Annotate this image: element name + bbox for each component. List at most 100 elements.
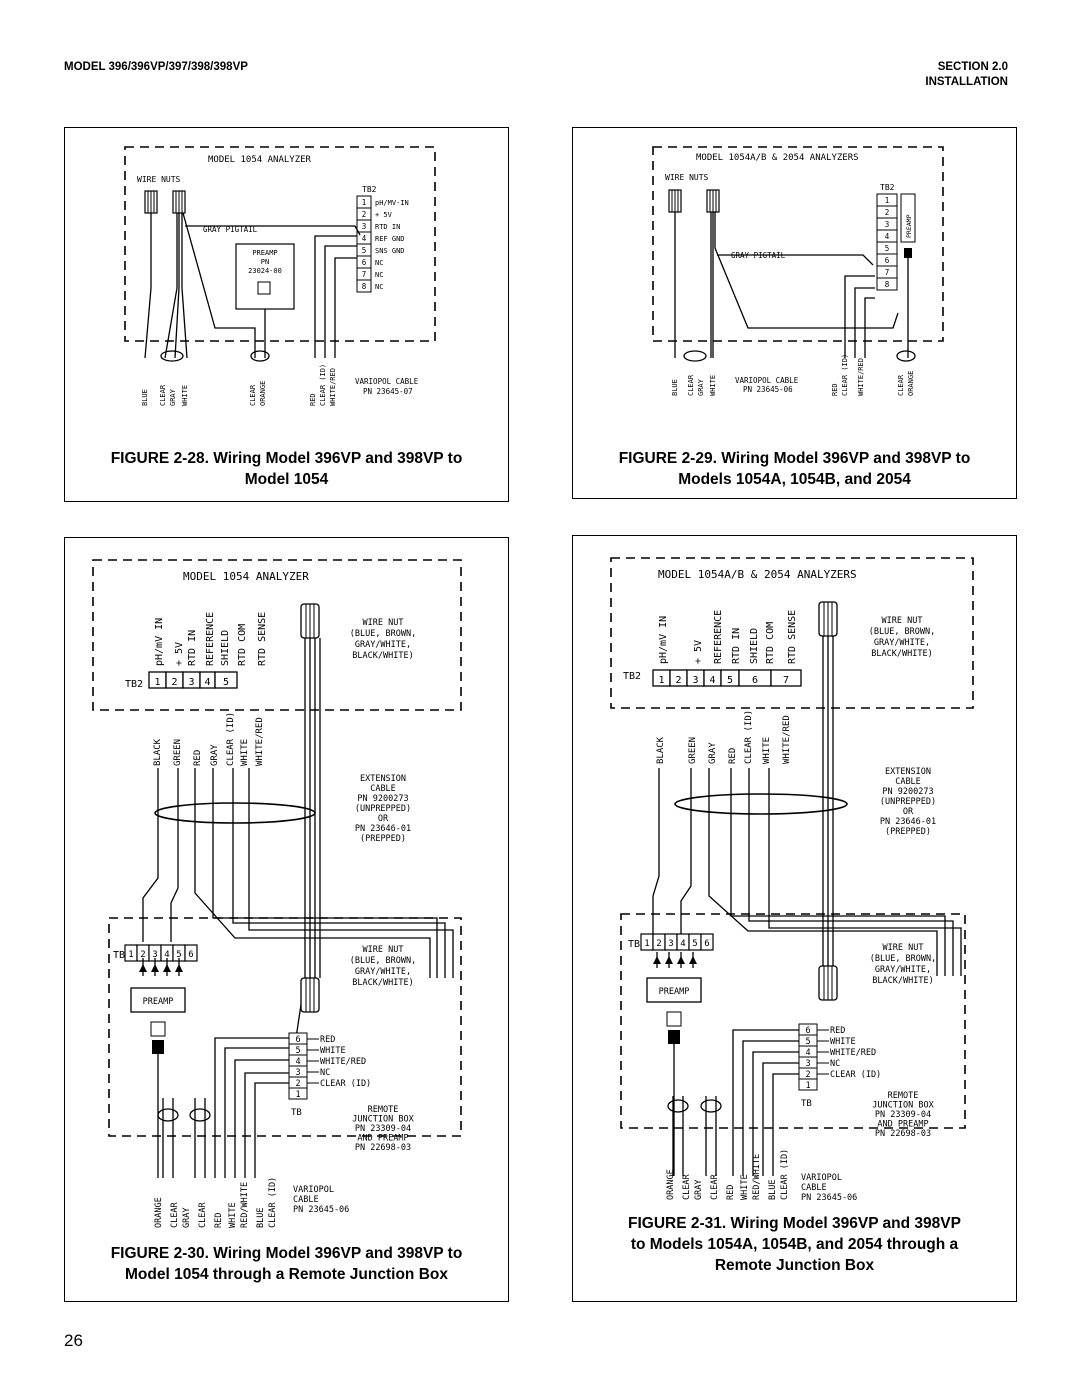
fig31-mid-wire-label: WHITE/RED	[782, 715, 792, 764]
fig28-wire-nuts-label: WIRE NUTS	[137, 175, 181, 184]
fig28-shield-right	[250, 350, 270, 362]
figure-2-29: MODEL 1054A/B & 2054 ANALYZERS WIRE NUTS…	[572, 127, 1017, 499]
fig30-tb-terminal-num: 2	[140, 950, 145, 960]
fig30-ext-cable-line: (UNPREPPED)	[355, 804, 411, 814]
fig31-wire-nut-line: WIRE NUT	[882, 616, 923, 626]
fig30-wire-nut-line: BLACK/WHITE)	[352, 651, 413, 661]
fig30-analyzer-title: MODEL 1054 ANALYZER	[183, 570, 309, 583]
fig29-wire-label: RED	[831, 383, 839, 396]
fig31-preamp-box	[646, 977, 702, 1003]
fig30-junction-line: JUNCTION BOX	[352, 1115, 414, 1125]
fig29-terminal-num: 4	[885, 232, 890, 241]
fig31-jb-terminal-label: NC	[830, 1059, 840, 1069]
fig29-wire-label: CLEAR	[687, 374, 695, 396]
fig30-ext-cable-line: PN 23646-01	[355, 824, 411, 834]
fig31-wire-nut-bottom	[818, 965, 838, 1001]
fig30-caption: FIGURE 2-30. Wiring Model 396VP and 398V…	[65, 1243, 508, 1285]
fig30-wire-nut-bottom-line: BLACK/WHITE)	[352, 978, 413, 988]
fig31-mid-wire-label: GRAY	[708, 742, 718, 764]
fig30-bottom-wire-label: WHITE	[228, 1202, 238, 1228]
fig30-preamp-box	[130, 987, 186, 1013]
fig31-jb-terminal-label: WHITE	[830, 1037, 856, 1047]
fig30-mid-wire-label: CLEAR (ID)	[226, 712, 236, 766]
fig31-jb-tb-label: TB	[801, 1099, 812, 1109]
fig31-bottom-wire-label: CLEAR	[710, 1174, 720, 1200]
fig30-tb2-terminal-5	[214, 671, 238, 689]
fig30-wire-nut-bottom	[300, 977, 320, 1013]
fig29-tb2-label: TB2	[880, 183, 895, 192]
fig29-shield-left	[683, 350, 707, 362]
fig28-wire-label: ORANGE	[259, 381, 267, 406]
fig31-analyzer-title: MODEL 1054A/B & 2054 ANALYZERS	[658, 568, 857, 581]
fig30-mid-wire-label: GRAY	[210, 744, 220, 766]
fig29-terminal-num: 2	[885, 208, 890, 217]
fig30-top-terminal-label: pH/mV IN	[154, 618, 165, 666]
fig30-ext-cable-line: CABLE	[370, 784, 396, 794]
fig29-wire-label: CLEAR (ID)	[841, 354, 849, 396]
fig29-wire-label: WHITE/RED	[857, 358, 865, 396]
fig30-mid-wire-label: BLACK	[153, 738, 163, 766]
fig29-analyzer-title: MODEL 1054A/B & 2054 ANALYZERS	[696, 153, 859, 163]
fig29-cable-line1: VARIOPOL CABLE	[735, 376, 799, 385]
fig30-wire-nut-bottom-line: (BLUE, BROWN,	[350, 956, 417, 966]
fig30-wire-nut-bottom-label: WIRE NUT(BLUE, BROWN,GRAY/WHITE,BLACK/WH…	[350, 945, 417, 988]
fig28-terminal-label: pH/MV-IN	[375, 199, 409, 207]
fig31-jb-terminal-label: RED	[830, 1026, 845, 1036]
fig31-junction-line: JUNCTION BOX	[872, 1101, 934, 1111]
fig29-caption: FIGURE 2-29. Wiring Model 396VP and 398V…	[573, 448, 1016, 490]
fig30-wire-nut-line: GRAY/WHITE,	[355, 640, 411, 650]
fig29-preamp-connector-icon	[904, 248, 912, 258]
fig30-bottom-wire-label: RED/WHITE	[240, 1182, 250, 1228]
fig28-tb2-label: TB2	[362, 185, 377, 194]
fig30-tb-terminal-num: 3	[152, 950, 157, 960]
fig31-bottom-wire-label: RED/WHITE	[752, 1154, 762, 1200]
fig30-bottom-wire-label: ORANGE	[154, 1197, 164, 1228]
fig30-jb-terminal-label: RED	[320, 1035, 335, 1045]
fig30-preamp-plug-icon	[152, 1040, 164, 1054]
fig30-junction-line: PN 23309-04	[355, 1124, 411, 1134]
fig28-caption-line2: Model 1054	[244, 471, 329, 488]
fig30-bottom-wire-label: RED	[214, 1213, 224, 1228]
fig31-jb-terminal-1	[798, 1078, 818, 1091]
fig30-ext-cable-line: OR	[378, 814, 389, 824]
fig29-wire-label: ORANGE	[907, 371, 915, 396]
fig31-tb2-terminal-7	[770, 669, 802, 687]
fig31-tb2-terminal-num: 3	[692, 675, 698, 686]
fig28-wire-label: CLEAR	[159, 384, 167, 406]
fig30-mid-wire-label: WHITE	[240, 739, 250, 766]
fig31-wire-nut-bottom-line: GRAY/WHITE,	[875, 965, 931, 975]
fig30-caption-line2: Model 1054 through a Remote Junction Box	[125, 1266, 448, 1283]
fig31-jb-terminal-num: 4	[805, 1048, 810, 1058]
fig30-tb-terminal-num: 6	[188, 950, 193, 960]
fig31-caption-line2: to Models 1054A, 1054B, and 2054 through…	[630, 1236, 959, 1253]
fig30-mid-wire-label: GREEN	[173, 739, 183, 766]
fig30-wire-nut-bottom-line: GRAY/WHITE,	[355, 967, 411, 977]
fig30-wire-nut-label: WIRE NUT(BLUE, BROWN,GRAY/WHITE,BLACK/WH…	[350, 618, 417, 661]
fig30-ext-cable-line: PN 9200273	[357, 794, 408, 804]
fig31-preamp-label: PREAMP	[659, 987, 690, 997]
fig31-wire-nut-bottom-label: WIRE NUT(BLUE, BROWN,GRAY/WHITE,BLACK/WH…	[870, 943, 937, 986]
fig31-extension-cable-shield	[674, 793, 848, 815]
fig30-junction-line: AND PREAMP	[357, 1134, 408, 1144]
fig30-wire-nut-line: (BLUE, BROWN,	[350, 629, 417, 639]
fig31-bottom-wire-label: BLUE	[768, 1180, 778, 1200]
fig28-terminal-label: REF GND	[375, 235, 405, 243]
fig29-terminal-num: 7	[885, 268, 890, 277]
fig30-wire-nut-bottom-line: WIRE NUT	[363, 945, 404, 955]
fig31-tb2-label: TB2	[623, 671, 641, 682]
fig31-tb-terminal-num: 4	[680, 939, 685, 949]
fig31-variopol-line: PN 23645-06	[801, 1193, 857, 1203]
fig30-wire-nut-top	[300, 603, 320, 639]
fig31-ext-cable-line: (UNPREPPED)	[880, 797, 936, 807]
